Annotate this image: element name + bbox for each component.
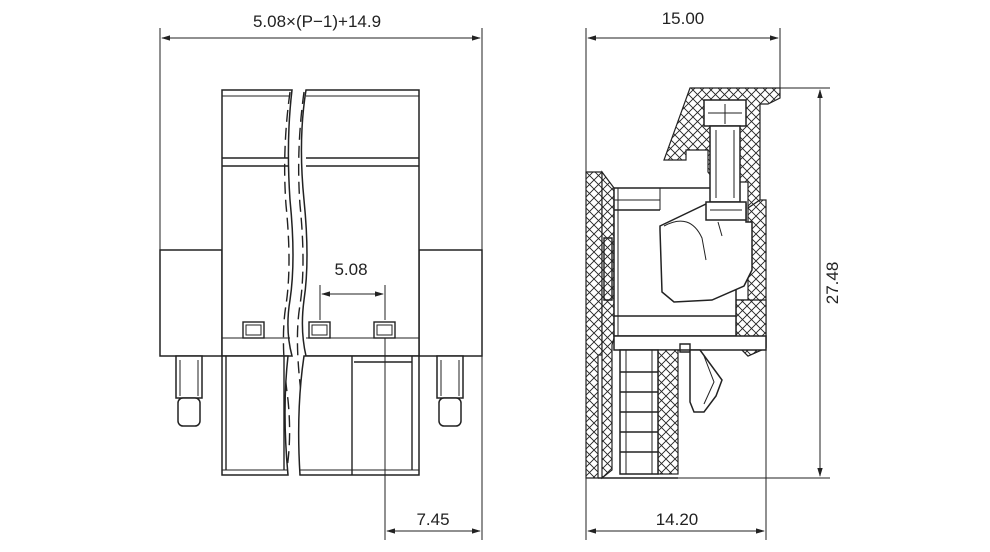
housing-right xyxy=(300,89,420,357)
opening-2 xyxy=(308,321,331,339)
lower-body-left xyxy=(221,355,289,476)
left-peg xyxy=(175,355,203,427)
side-latch xyxy=(689,349,723,413)
side-bottom-width-label: 14.20 xyxy=(656,510,699,529)
break-line-left xyxy=(282,91,291,476)
lower-body-right xyxy=(297,355,420,476)
front-view: 5.08×(P−1)+14.9 5.08 7.45 xyxy=(159,12,483,540)
side-pin xyxy=(657,349,679,475)
right-peg xyxy=(436,355,464,427)
side-view: 15.00 14.20 27.48 xyxy=(585,9,842,540)
left-flange xyxy=(159,249,223,357)
right-flange xyxy=(418,249,483,357)
pitch-label: 5.08 xyxy=(334,260,367,279)
overall-width-label: 5.08×(P−1)+14.9 xyxy=(253,12,381,31)
side-outer-shell xyxy=(585,171,603,479)
opening-1 xyxy=(242,321,265,339)
side-front-wall xyxy=(601,170,615,480)
side-height-label: 27.48 xyxy=(823,262,842,305)
screw xyxy=(703,99,747,203)
housing-left xyxy=(221,89,294,357)
side-top-width-label: 15.00 xyxy=(662,9,705,28)
pin-offset-label: 7.45 xyxy=(416,510,449,529)
